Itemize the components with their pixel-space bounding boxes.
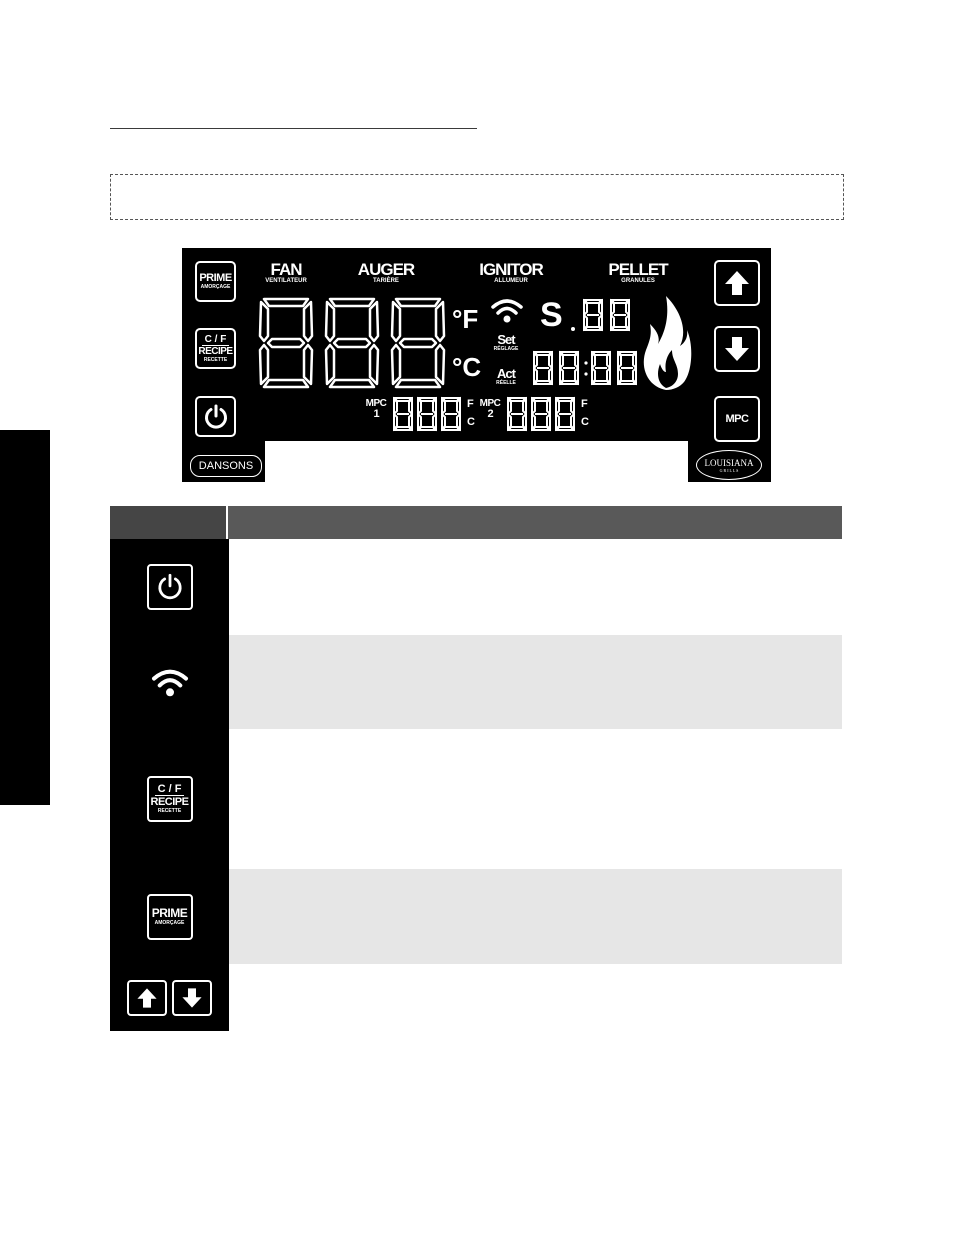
prime-button[interactable]: PRIME AMORÇAGE (195, 261, 236, 302)
panel-notch (265, 441, 688, 482)
up-button-icon (127, 979, 167, 1016)
control-panel: PRIME AMORÇAGE C / F RECIPE RECETTE MPC … (182, 248, 771, 482)
table-desc-cell (229, 964, 842, 1031)
fan-indicator: FAN VENTILATEUR (260, 261, 312, 285)
mpc-button[interactable]: MPC (714, 396, 760, 442)
flame-icon (643, 296, 692, 390)
table-desc-cell (229, 729, 842, 869)
pellet-label: PELLET (608, 260, 668, 279)
down-button[interactable] (714, 326, 760, 372)
power-icon (204, 404, 227, 429)
table-row (110, 964, 842, 1031)
table-icon-cell: C / F RECIPE RECETTE (110, 729, 229, 869)
fahrenheit-unit: °F (452, 304, 479, 334)
prime-label: PRIME (151, 906, 188, 920)
wifi-icon (151, 669, 188, 697)
louisiana-grills-logo: LOUISIANA G R I L L S (696, 450, 762, 480)
wifi-icon (491, 299, 523, 323)
mpc2-c-unit: C (581, 416, 589, 428)
louisiana-logo-text: LOUISIANA (704, 457, 754, 468)
arrow-down-icon (725, 337, 749, 361)
prime-sublabel: AMORÇAGE (200, 284, 231, 290)
recipe-sublabel: RECETTE (157, 808, 182, 814)
set-label-group: Set RÉGLAGE (486, 333, 526, 353)
mpc2-label-group: MPC 2 (476, 398, 504, 420)
auger-indicator: AUGER TARIÈRE (354, 261, 418, 285)
smoke-setting-display (583, 298, 630, 332)
prime-sublabel: AMORÇAGE (154, 920, 185, 926)
section-side-tab (0, 430, 50, 805)
mpc1-number: 1 (373, 408, 379, 420)
act-sublabel: RÉELLE (496, 380, 516, 386)
table-header-desc-col (228, 506, 842, 539)
dansons-logo: DANSONS (190, 455, 262, 477)
table-desc-cell (229, 869, 842, 964)
arrow-up-icon (137, 987, 157, 1008)
mpc1-c-unit: C (467, 416, 475, 428)
heading-rule (110, 128, 477, 129)
table-header (110, 506, 842, 539)
power-icon (157, 573, 182, 600)
down-button-icon (172, 979, 212, 1016)
cf-recipe-button-icon: C / F RECIPE RECETTE (146, 776, 193, 822)
prime-button-icon: PRIME AMORÇAGE (146, 893, 193, 940)
mpc2-f-unit: F (581, 398, 588, 410)
table-header-icon-col (110, 506, 228, 539)
celsius-unit: °C (452, 352, 482, 382)
table-desc-cell (229, 635, 842, 729)
act-label: Act (497, 366, 516, 381)
recipe-sublabel: RECETTE (203, 356, 228, 363)
mpc-button-label: MPC (725, 412, 749, 425)
note-box (110, 174, 844, 220)
cf-recipe-button[interactable]: C / F RECIPE RECETTE (195, 328, 236, 369)
grills-logo-text: G R I L L S (719, 467, 739, 473)
mpc2-label: MPC (479, 398, 501, 409)
mpc1-label: MPC (365, 398, 387, 409)
main-temperature-display (258, 297, 446, 389)
ignitor-indicator: IGNITOR ALLUMEUR (472, 261, 550, 285)
fan-label: FAN (270, 260, 303, 279)
auger-label: AUGER (357, 260, 415, 279)
power-button-icon (146, 564, 193, 610)
table-icon-cell (110, 964, 229, 1031)
fan-sublabel: VENTILATEUR (265, 278, 307, 284)
table-row (110, 635, 842, 729)
s-label: S (540, 296, 563, 334)
controls-table: C / F RECIPE RECETTE PRIME AMORÇAGE (110, 506, 842, 1031)
table-icon-cell (110, 635, 229, 729)
prime-label: PRIME (199, 272, 232, 284)
table-desc-cell (229, 539, 842, 635)
table-row: PRIME AMORÇAGE (110, 869, 842, 964)
cf-label: C / F (154, 784, 185, 796)
recipe-label: RECIPE (198, 345, 233, 357)
table-row: C / F RECIPE RECETTE (110, 729, 842, 869)
arrow-down-icon (182, 987, 202, 1008)
up-button[interactable] (714, 260, 760, 306)
s-dot (571, 327, 575, 331)
set-sublabel: RÉGLAGE (493, 346, 519, 352)
mpc1-label-group: MPC 1 (362, 398, 390, 420)
set-label: Set (497, 332, 515, 347)
pellet-sublabel: GRANULES (621, 278, 655, 284)
arrow-up-icon (725, 271, 749, 295)
table-icon-cell (110, 539, 229, 635)
table-icon-cell: PRIME AMORÇAGE (110, 869, 229, 964)
auger-sublabel: TARIÈRE (373, 278, 399, 284)
ignitor-label: IGNITOR (479, 260, 544, 279)
dansons-logo-text: DANSONS (198, 460, 254, 472)
mpc2-number: 2 (487, 408, 493, 420)
cf-label: C / F (201, 334, 230, 346)
act-label-group: Act RÉELLE (486, 367, 526, 387)
mpc1-f-unit: F (467, 398, 474, 410)
recipe-label: RECIPE (150, 796, 189, 808)
mpc2-temperature-display (507, 396, 575, 432)
power-button[interactable] (195, 396, 236, 437)
mpc1-temperature-display (393, 396, 461, 432)
ignitor-sublabel: ALLUMEUR (494, 278, 528, 284)
timer-display (533, 350, 637, 386)
pellet-indicator: PELLET GRANULES (606, 261, 670, 285)
table-row (110, 539, 842, 635)
